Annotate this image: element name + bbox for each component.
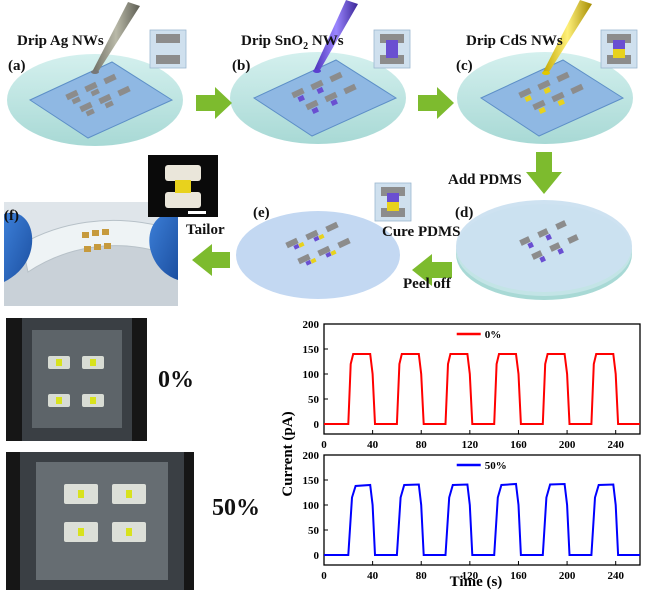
panel-letter-a: (a) [8, 58, 26, 74]
label-peel-off: Peel off [403, 276, 451, 292]
y-tick-label-0-4: 200 [303, 319, 320, 331]
label-drip-sno2: Drip SnO2 NWs [241, 33, 344, 52]
x-tick-label-0-1: 40 [367, 439, 379, 451]
strain-label-0: 0% [158, 367, 194, 393]
inset-electrode-ag [149, 29, 187, 69]
pipette-ag [92, 2, 140, 72]
x-tick-label-0-4: 160 [510, 439, 527, 451]
photo-strain-50 [6, 452, 194, 590]
arrow-e-to-f [192, 244, 230, 276]
panel-letter-b: (b) [232, 58, 251, 74]
x-tick-label-0-5: 200 [559, 439, 576, 451]
pipette-sno2 [314, 0, 358, 70]
x-tick-label-1-1: 40 [367, 570, 379, 582]
x-tick-label-1-2: 80 [416, 570, 428, 582]
photo-strain-0 [6, 318, 147, 441]
pipette-cds [543, 0, 592, 72]
legend-label-0: 0% [485, 329, 502, 341]
y-tick-label-0-3: 150 [303, 344, 320, 356]
dish-e [236, 211, 400, 299]
panel-letter-f: (f) [4, 208, 19, 224]
label-drip-ag: Drip Ag NWs [17, 33, 104, 49]
label-tailor: Tailor [186, 222, 225, 238]
x-tick-label-0-0: 0 [321, 439, 327, 451]
label-add-pdms: Add PDMS [448, 172, 522, 188]
inset-electrode-pdms [374, 182, 412, 222]
x-axis-label: Time (s) [450, 574, 503, 590]
label-drip-cds: Drip CdS NWs [466, 33, 563, 49]
photo-f-flexible-device [4, 202, 178, 306]
y-axis-label: Current (pA) [280, 411, 296, 496]
y-tick-label-0-0: 0 [314, 419, 320, 431]
y-tick-label-1-4: 200 [303, 450, 320, 462]
dish-c [457, 0, 633, 144]
panel-letter-d: (d) [455, 205, 474, 221]
arrow-b-to-c [418, 87, 454, 119]
arrow-a-to-b [196, 87, 232, 119]
series-line-0 [324, 353, 640, 425]
label-cure-pdms: Cure PDMS [382, 224, 461, 240]
series-line-1 [324, 482, 640, 556]
x-tick-label-1-4: 160 [510, 570, 527, 582]
dish-a [7, 2, 183, 146]
x-tick-label-1-3: 120 [462, 570, 479, 582]
x-tick-label-0-6: 240 [607, 439, 624, 451]
plot-frame-0 [323, 323, 641, 435]
y-tick-label-1-2: 100 [303, 500, 320, 512]
x-tick-label-1-0: 0 [321, 570, 327, 582]
x-tick-label-0-2: 80 [416, 439, 428, 451]
y-tick-label-0-2: 100 [303, 369, 320, 381]
arrow-d-to-e [412, 254, 452, 286]
y-tick-label-1-1: 50 [308, 525, 320, 537]
dish-b [230, 0, 406, 144]
fabrication-schematic [4, 0, 638, 306]
arrow-c-to-d [526, 152, 562, 194]
strain-label-50: 50% [212, 495, 260, 521]
arrows [192, 87, 562, 286]
inset-electrode-cds [600, 29, 638, 69]
legend-label-1: 50% [485, 460, 507, 472]
y-tick-label-1-0: 0 [314, 550, 320, 562]
dish-d [456, 200, 632, 300]
inset-photo-device [148, 155, 218, 217]
x-tick-label-1-6: 240 [607, 570, 624, 582]
plot-frame-1 [323, 454, 641, 566]
x-tick-label-0-3: 120 [462, 439, 479, 451]
x-tick-label-1-5: 200 [559, 570, 576, 582]
scale-bar [188, 211, 206, 214]
y-tick-label-1-3: 150 [303, 475, 320, 487]
inset-electrode-sno2 [373, 29, 411, 69]
panel-letter-e: (e) [253, 205, 270, 221]
y-tick-label-0-1: 50 [308, 394, 320, 406]
panel-letter-c: (c) [456, 58, 473, 74]
